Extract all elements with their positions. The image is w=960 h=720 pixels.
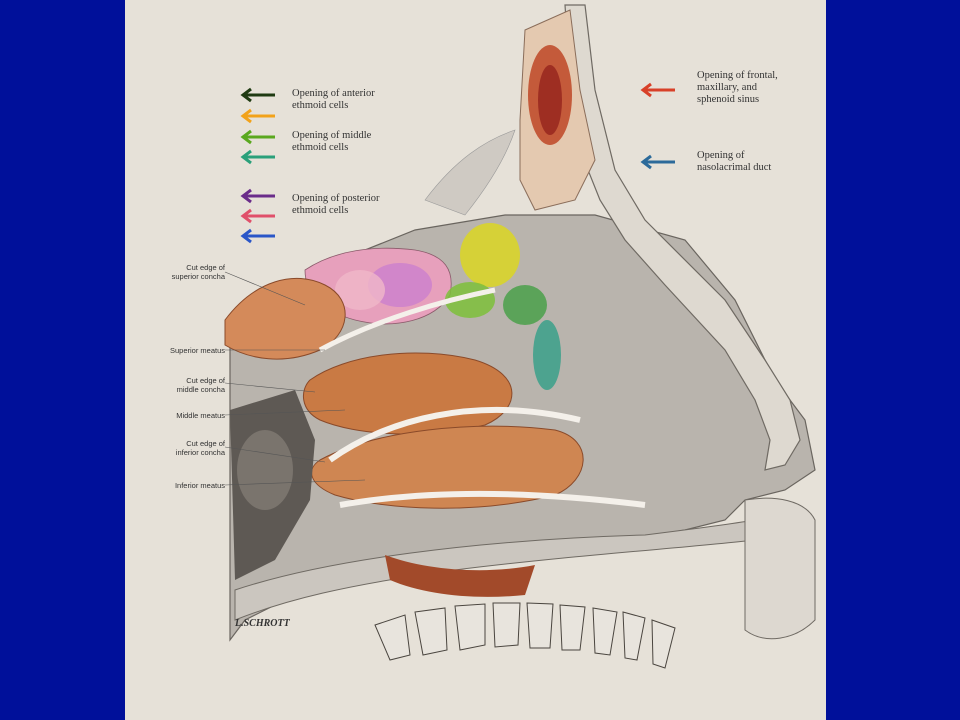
soft-palate	[385, 555, 535, 597]
legend-arrows-left	[240, 87, 275, 244]
upper-lip	[744, 497, 816, 640]
inferior-concha	[311, 425, 584, 509]
superior-concha-edge	[318, 287, 496, 353]
label-inferior-concha: Cut edge of inferior concha	[175, 439, 225, 457]
arrow-posterior-3	[240, 228, 275, 244]
artist-signature: L.SCHROTT	[235, 618, 290, 629]
arrow-frontal	[640, 82, 675, 98]
label-middle-meatus: Middle meatus	[176, 411, 225, 420]
arrow-middle-1	[240, 129, 275, 145]
label-middle-concha: Cut edge of middle concha	[176, 376, 225, 394]
legend-frontal: Opening of frontal, maxillary, and sphen…	[697, 70, 778, 105]
anterior-ethmoid-cell-green	[503, 285, 547, 325]
nasolacrimal-duct	[533, 320, 561, 390]
legend-posterior: Opening of posterior ethmoid cells	[292, 193, 380, 216]
olfactory-nerves	[424, 129, 516, 216]
arrow-nasolacrimal	[640, 154, 675, 170]
arrow-posterior-2	[240, 208, 275, 224]
arrow-middle-2	[240, 149, 275, 165]
teeth	[374, 602, 676, 669]
arrow-posterior-1	[240, 188, 275, 204]
middle-concha-edge	[328, 407, 581, 463]
inferior-concha-edge	[339, 490, 646, 508]
arrow-anterior-1	[240, 87, 275, 103]
nasal-cavity-illustration	[224, 4, 816, 669]
anterior-ethmoid-cell-yellow	[460, 223, 520, 287]
legend-nasolacrimal: Opening of nasolacrimal duct	[697, 150, 772, 173]
illustration-panel: Opening of anterior ethmoid cells Openin…	[125, 0, 826, 720]
arrow-anterior-2	[240, 108, 275, 124]
label-superior-concha: Cut edge of superior concha	[171, 263, 225, 281]
legend-middle: Opening of middle ethmoid cells	[292, 130, 372, 153]
superior-concha	[224, 278, 346, 360]
legend-anterior: Opening of anterior ethmoid cells	[292, 88, 375, 111]
leader-lines	[224, 271, 366, 486]
label-inferior-meatus: Inferior meatus	[174, 481, 225, 490]
label-superior-meatus: Superior meatus	[169, 346, 225, 355]
